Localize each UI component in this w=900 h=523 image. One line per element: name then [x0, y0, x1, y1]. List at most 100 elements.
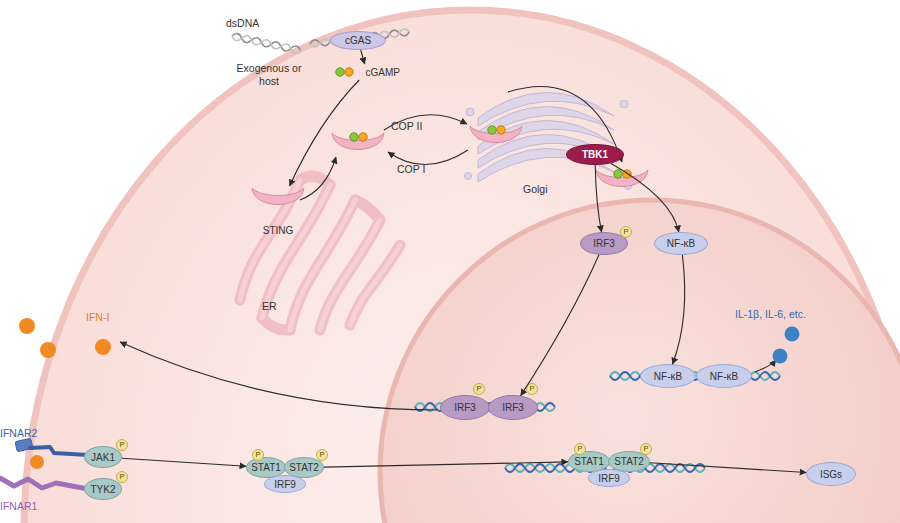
node-text: STAT1 — [574, 456, 604, 467]
golgi-apparatus — [620, 100, 628, 108]
node-text: NF-κB — [667, 238, 695, 249]
text-label: dsDNA — [226, 17, 259, 30]
signal-arrow — [595, 165, 601, 232]
phospho-badge: P — [640, 443, 652, 455]
node-text: IRF3 — [454, 402, 476, 413]
factor-oval: IRF9 — [264, 475, 306, 493]
phospho-badge: P — [116, 471, 128, 483]
sting-protein: STING — [250, 186, 306, 236]
text-label: IFNAR2 — [0, 427, 37, 440]
golgi-apparatus — [465, 173, 472, 180]
node-text: TYK2 — [90, 484, 115, 495]
gene-oval: ISGs — [806, 462, 856, 486]
endoplasmic-reticulum — [355, 200, 380, 220]
factor-oval: NF-κB — [640, 364, 696, 388]
cgamp-molecule — [614, 170, 622, 178]
factor-oval: IRF3 — [488, 395, 538, 420]
signal-arrow — [361, 50, 365, 64]
endoplasmic-reticulum — [290, 200, 355, 330]
enzyme-oval: cGAS — [330, 31, 386, 50]
golgi-apparatus — [466, 108, 474, 116]
endoplasmic-reticulum — [262, 185, 330, 318]
messenger-label: cGAMP — [334, 64, 400, 80]
cytokine-molecule — [95, 339, 111, 355]
nucleus — [380, 200, 900, 523]
dsdna-helix — [231, 33, 301, 54]
node-text: NF-κB — [654, 371, 682, 382]
ifn-receptor — [30, 447, 88, 455]
text-label: IL-1β, IL-6, etc. — [735, 308, 806, 321]
pathway-arrow — [508, 86, 622, 162]
sting-dimer — [596, 170, 648, 187]
node-text: IRF3 — [502, 402, 524, 413]
signal-arrow — [611, 163, 679, 232]
cgamp-molecule — [345, 68, 353, 76]
phospho-badge: P — [316, 449, 328, 461]
factor-oval: IRF3 — [440, 395, 490, 420]
pathway-arrow — [388, 150, 468, 165]
signal-arrow — [290, 80, 360, 186]
sting-dimer — [252, 126, 648, 205]
dsdna-helix — [231, 33, 301, 54]
node-text: STING — [263, 225, 294, 236]
node-text: STAT1 — [251, 462, 281, 473]
cytokine-molecule — [785, 327, 800, 342]
node-text: STAT2 — [289, 462, 319, 473]
endoplasmic-reticulum — [350, 245, 400, 325]
golgi-apparatus — [465, 92, 632, 189]
node-text: NF-κB — [710, 371, 738, 382]
sting-dimer — [252, 188, 304, 205]
endoplasmic-reticulum — [240, 176, 400, 330]
text-label: Golgi — [523, 183, 548, 196]
node-text: ISGs — [820, 469, 842, 480]
text-label: ER — [262, 300, 277, 313]
cgamp-molecule — [623, 170, 631, 178]
endoplasmic-reticulum — [240, 180, 400, 330]
sting-dimer — [332, 133, 384, 150]
ifn-receptor — [0, 438, 88, 489]
signal-arrow — [122, 458, 246, 466]
ifn-receptor — [30, 455, 44, 469]
text-label: IFNAR1 — [0, 500, 37, 513]
node-text: IRF9 — [274, 479, 296, 490]
cytokine-molecule — [19, 318, 800, 364]
cgamp-molecule — [336, 68, 344, 76]
node-text: cGAMP — [366, 67, 400, 78]
phospho-badge: P — [574, 443, 586, 455]
pathway-arrow — [755, 360, 776, 372]
golgi-apparatus — [478, 148, 614, 182]
phospho-badge: P — [526, 383, 538, 395]
endoplasmic-reticulum — [262, 318, 290, 330]
kinase-oval: JAK1 — [84, 446, 122, 468]
kinase-oval: TYK2 — [84, 478, 122, 500]
endoplasmic-reticulum — [240, 176, 400, 330]
cgamp-molecule — [497, 126, 505, 134]
node-text: TBK1 — [582, 149, 608, 160]
cytokine-molecule — [773, 349, 788, 364]
signal-arrow — [324, 462, 568, 467]
factor-oval: NF-κB — [654, 232, 708, 255]
dsdna-helix — [231, 28, 409, 54]
signal-arrow — [650, 463, 806, 473]
phospho-badge: P — [116, 439, 128, 451]
node-text: JAK1 — [91, 452, 115, 463]
node-text: cGAS — [345, 35, 371, 46]
phospho-badge: P — [252, 449, 264, 461]
node-text: IRF9 — [598, 473, 620, 484]
phospho-badge: P — [473, 383, 485, 395]
cgamp-molecule — [350, 133, 358, 141]
node-text: STAT2 — [614, 456, 644, 467]
cytokine-molecule — [40, 342, 56, 358]
text-label: Exogenous or host — [233, 62, 305, 87]
ifn-receptor — [0, 478, 88, 489]
text-label: IFN-I — [86, 311, 109, 324]
cgamp-molecule — [488, 126, 496, 134]
node-text: IRF3 — [593, 238, 615, 249]
sting-dimer — [470, 126, 522, 143]
pathway-arrow — [120, 86, 776, 410]
factor-oval: IRF9 — [588, 469, 630, 487]
factor-oval: NF-κB — [696, 364, 752, 388]
